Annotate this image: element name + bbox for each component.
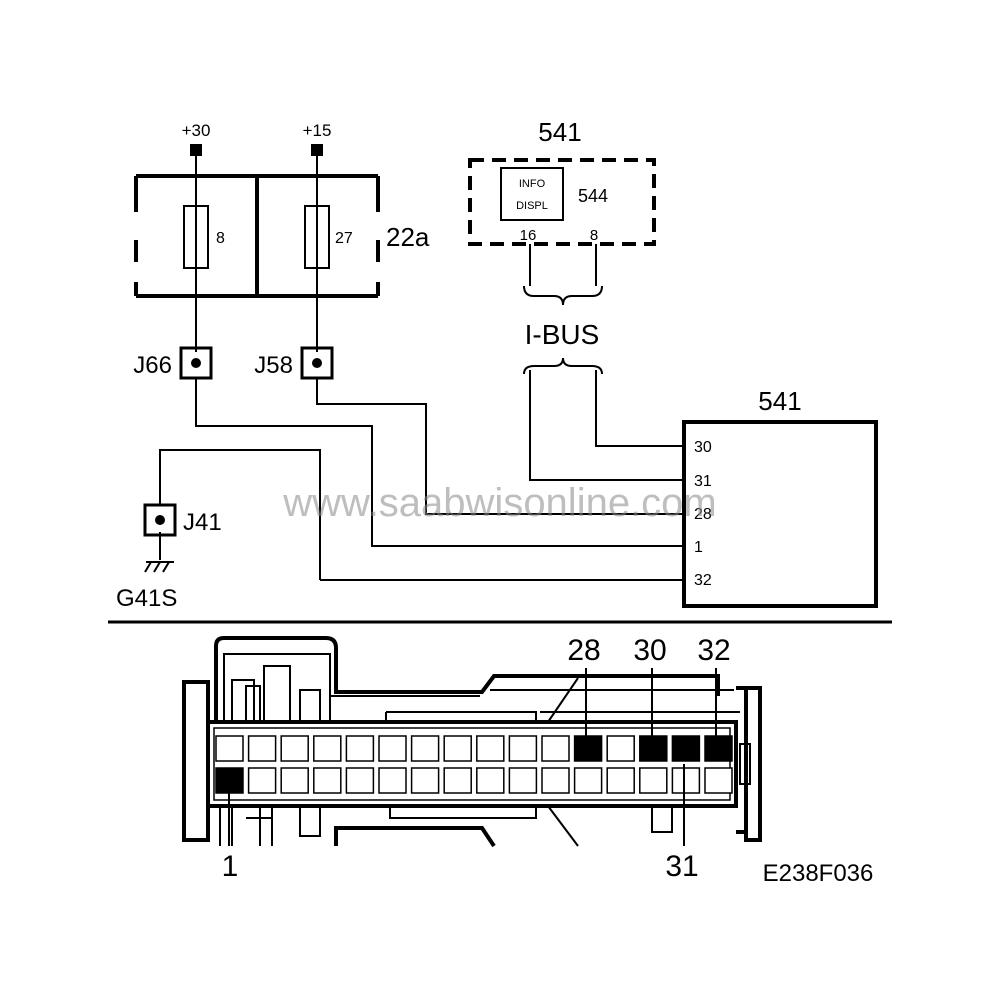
pin-label-30: 30 (633, 634, 666, 667)
display-id: 541 (538, 117, 581, 147)
connector-cell (508, 767, 538, 794)
terminal-15-label: +15 (303, 121, 332, 140)
connector-cell (247, 735, 277, 762)
fuse-8-label: 8 (216, 230, 225, 247)
terminal-15-square (311, 144, 323, 156)
info-display-line1: INFO (519, 178, 546, 190)
display-pin-8: 8 (590, 227, 598, 244)
connector-cell (345, 735, 375, 762)
module-id: 541 (758, 386, 801, 416)
connector-cell (443, 767, 472, 794)
module-pin-30: 30 (694, 439, 712, 456)
connector-cell (704, 767, 733, 794)
connector-cell (345, 767, 375, 794)
ground-label: G41S (116, 585, 177, 612)
wire-ibus-31 (529, 370, 684, 481)
connector-cell (508, 735, 538, 762)
ibus-brace-top (523, 285, 603, 306)
junction-j58 (300, 346, 334, 380)
info-display-id: 544 (578, 186, 608, 206)
connector-body (182, 636, 762, 848)
module-pin-28: 28 (694, 506, 712, 523)
display-outer-box (468, 158, 656, 246)
connector-cell (671, 767, 701, 794)
connector-cell (410, 767, 440, 794)
wire-ibus-30 (595, 370, 684, 447)
connector-cell (313, 767, 342, 794)
ground-icon (144, 561, 174, 573)
fusebox-id: 22a (386, 222, 430, 252)
fuse-27-label: 27 (335, 230, 353, 247)
connector-cell-used (671, 735, 701, 762)
module-pin-31: 31 (694, 473, 712, 490)
connector-cell (280, 767, 309, 794)
wire-30 (195, 156, 684, 547)
connector-cell-used (704, 735, 733, 762)
pin-label-31: 31 (665, 850, 698, 883)
junction-j66-dot (191, 358, 201, 368)
wire-ground (159, 449, 321, 580)
connector-cell (410, 735, 440, 762)
connector-cell (606, 767, 635, 794)
junction-j41-label: J41 (183, 509, 222, 536)
connector-cell-used (639, 735, 668, 762)
module-pin-32: 32 (694, 572, 712, 589)
figure-code: E238F036 (763, 860, 874, 887)
connector-cell (541, 735, 570, 762)
junction-j58-dot (312, 358, 322, 368)
connector-cell (378, 735, 407, 762)
connector-cell-used (573, 735, 603, 762)
junction-j66-label: J66 (133, 352, 172, 379)
connector-cell-used (215, 767, 244, 794)
terminal-30-square (190, 144, 202, 156)
connector-cell (541, 767, 570, 794)
module-box (682, 420, 878, 608)
pin-label-1: 1 (222, 850, 239, 883)
connector-cell (639, 767, 668, 794)
connector-cell (313, 735, 342, 762)
pin-label-28: 28 (567, 634, 600, 667)
connector-cell (476, 767, 505, 794)
fuse-box (134, 174, 380, 298)
connector-cells (215, 735, 733, 794)
junction-j58-label: J58 (254, 352, 293, 379)
connector-cell (573, 767, 603, 794)
connector-cell (280, 735, 309, 762)
display-pin-16: 16 (520, 227, 537, 244)
connector-cell (606, 735, 635, 762)
connector-cell (215, 735, 244, 762)
pin-label-32: 32 (697, 634, 730, 667)
junction-j41 (143, 503, 177, 537)
connector-cell (378, 767, 407, 794)
junction-j66 (179, 346, 213, 380)
module-pin-1: 1 (694, 539, 703, 556)
ibus-label: I-BUS (525, 319, 600, 350)
terminal-30-label: +30 (182, 121, 211, 140)
info-display-line2: DISPL (516, 200, 548, 212)
wires (159, 156, 684, 581)
ibus-brace-bottom (523, 357, 603, 375)
watermark: www.saabwisonline.com (282, 481, 717, 525)
connector-cell (443, 735, 472, 762)
junction-j41-dot (155, 515, 165, 525)
connector-cell (476, 735, 505, 762)
pin-callouts (228, 668, 717, 846)
connector-cell (247, 767, 277, 794)
info-display-box (500, 167, 564, 221)
wire-15 (316, 156, 684, 515)
